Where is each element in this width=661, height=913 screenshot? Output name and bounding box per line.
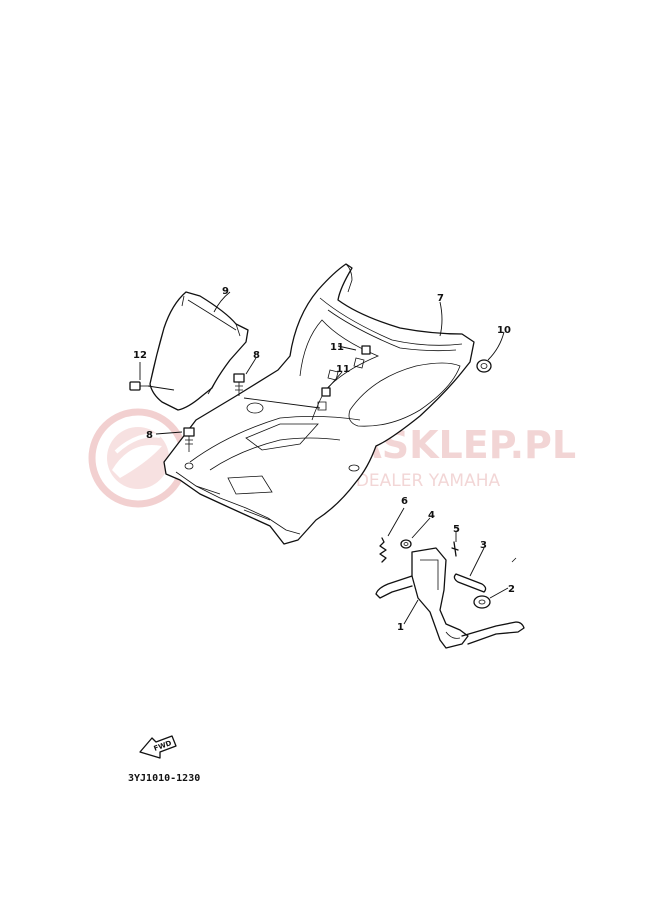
part-1-main-stand <box>375 547 525 649</box>
diagram-code: 3YJ1010-1230 <box>128 773 200 784</box>
part-7-leg-shield <box>163 263 475 545</box>
callout-6: 6 <box>401 496 408 507</box>
part-10-grommet-icon <box>476 359 492 373</box>
callout-9: 9 <box>222 286 229 297</box>
callout-8-lower: 8 <box>146 430 153 441</box>
callouts: 1 2 3 4 5 6 7 8 8 9 10 11 11 12 <box>133 286 515 633</box>
part-8-upper-screw-icon <box>233 373 245 396</box>
callout-8-upper: 8 <box>253 350 260 361</box>
detail-mark <box>511 557 517 563</box>
part-4-washer-icon <box>400 539 412 549</box>
callout-11-lower: 11 <box>336 364 350 375</box>
part-12-nut-icon <box>129 381 150 391</box>
part-5-pin-icon <box>451 541 459 557</box>
callout-7: 7 <box>437 293 444 304</box>
callout-3: 3 <box>480 540 487 551</box>
callout-2: 2 <box>508 584 515 595</box>
part-8-lower-screw-icon <box>183 427 195 452</box>
callout-5: 5 <box>453 524 460 535</box>
part-11-clip-icon <box>321 345 371 397</box>
callout-12: 12 <box>133 350 147 361</box>
leader-lines <box>139 291 509 625</box>
callout-11-upper: 11 <box>330 342 344 353</box>
fwd-arrow-icon: FWD <box>139 735 177 759</box>
callout-4: 4 <box>428 510 435 521</box>
part-9-side-cover <box>149 291 249 411</box>
callout-1: 1 <box>397 622 404 633</box>
callout-10: 10 <box>497 325 511 336</box>
part-2-collar-icon <box>473 595 491 609</box>
part-3-pivot-shaft-icon <box>453 573 487 593</box>
part-6-spring-icon <box>379 537 387 563</box>
